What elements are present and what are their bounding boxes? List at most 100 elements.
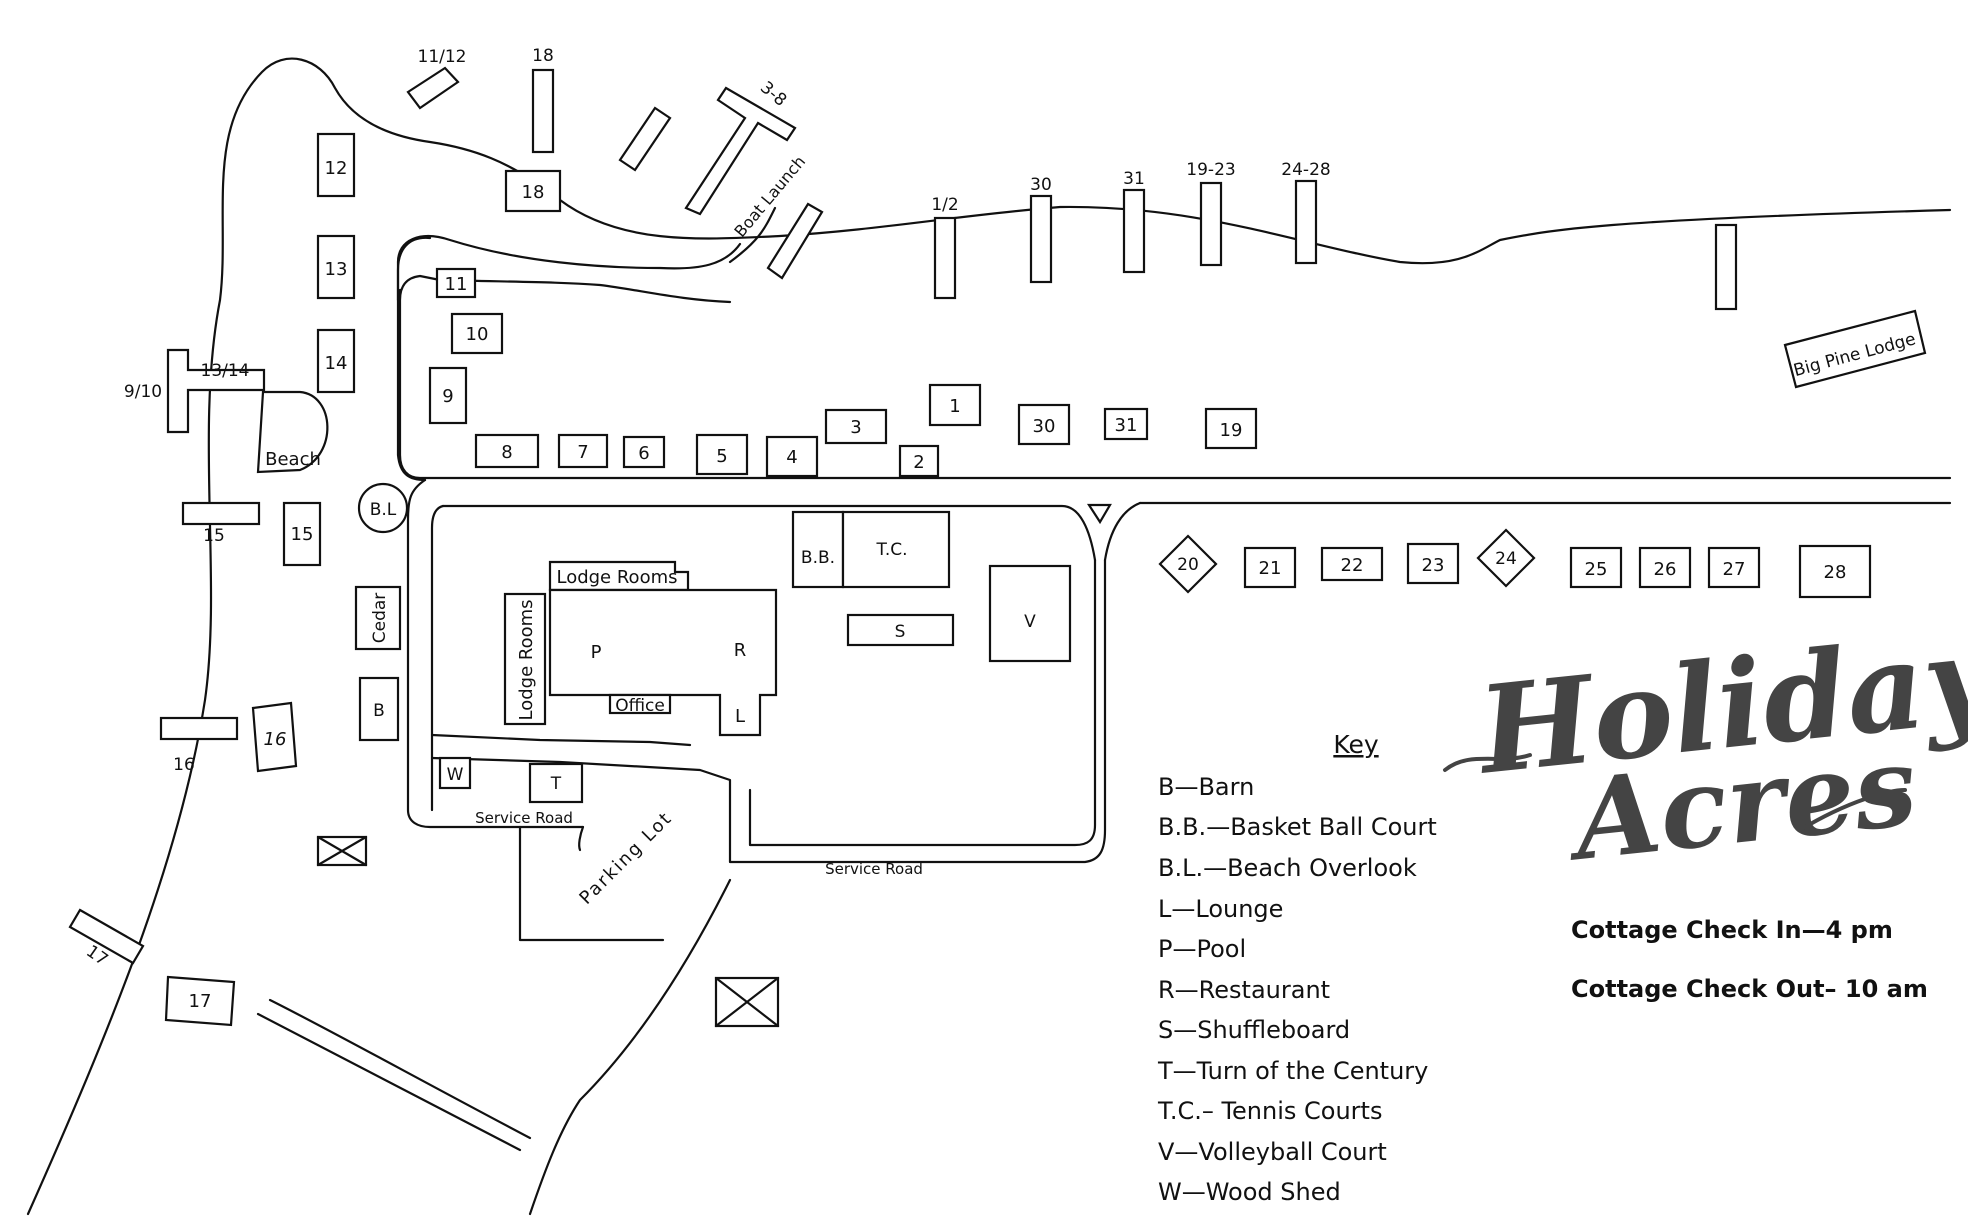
lodge-rooms-top-label: Lodge Rooms [556, 567, 677, 588]
cottage-31-label: 31 [1115, 415, 1138, 436]
cottage-9-label: 9 [442, 386, 453, 407]
cottage-17-label: 17 [189, 991, 212, 1012]
cottage-3[interactable] [824, 408, 888, 445]
tennis-courts[interactable] [841, 510, 951, 589]
cottage-5-label: 5 [716, 446, 727, 467]
key-item: S—Shuffleboard [1158, 1016, 1350, 1044]
cottage-16-label: 16 [264, 729, 287, 750]
cottage-30-label: 30 [1033, 416, 1056, 437]
cottage-4-label: 4 [786, 447, 797, 468]
shoreline [26, 57, 1952, 1216]
basketball-court[interactable] [791, 510, 845, 589]
cottage-7[interactable] [557, 433, 609, 469]
key-item: T.C.– Tennis Courts [1157, 1097, 1382, 1125]
dock-19-23 [1199, 181, 1223, 267]
cottage-18[interactable] [504, 169, 562, 213]
barn[interactable] [358, 676, 400, 742]
cottage-23[interactable] [1406, 542, 1460, 585]
volleyball-court[interactable] [988, 564, 1072, 663]
key-title: Key [1333, 730, 1379, 759]
cottage-12[interactable] [316, 132, 356, 198]
lodge-main[interactable] [548, 588, 778, 737]
shuffleboard[interactable] [846, 613, 955, 647]
check-in-text: Cottage Check In—4 pm [1571, 916, 1893, 944]
cottage-21[interactable] [1243, 546, 1297, 589]
cottage-6-label: 6 [638, 443, 649, 464]
cottage-15[interactable] [282, 501, 322, 567]
cottage-1[interactable] [928, 383, 982, 427]
dock-15-label: 15 [203, 526, 225, 546]
cottage-2[interactable] [898, 444, 940, 478]
logo-swash [1443, 753, 1532, 772]
key-item: W—Wood Shed [1158, 1178, 1341, 1206]
cottage-22-label: 22 [1341, 555, 1364, 576]
turn-of-the-century-label: T [550, 774, 562, 794]
cottage-8-label: 8 [501, 442, 512, 463]
west-cottages: 12 13 14 15 16 17 18 B.L Cedar B [164, 132, 562, 1027]
lodge-rooms-side[interactable] [503, 592, 547, 726]
beach-label: Beach [265, 449, 321, 470]
cottage-28[interactable] [1798, 544, 1872, 599]
cottage-20-label: 20 [1177, 555, 1199, 575]
cottage-16[interactable] [251, 701, 298, 773]
cottage-6[interactable] [622, 435, 666, 469]
cottage-17[interactable] [164, 975, 236, 1027]
cottage-23-label: 23 [1422, 555, 1445, 576]
beach-overlook-label: B.L [370, 500, 397, 520]
dock-24-28-label: 24-28 [1281, 160, 1330, 180]
cottage-24[interactable] [1476, 528, 1536, 588]
cottage-5[interactable] [695, 433, 749, 476]
check-info: Cottage Check In—4 pm Cottage Check Out–… [1571, 916, 1928, 1003]
crossed-box-west [316, 835, 368, 867]
cottage-11[interactable] [435, 267, 477, 299]
dock-3-8-label: 3-8 [756, 78, 790, 111]
beach [256, 390, 329, 474]
cedar[interactable] [354, 585, 402, 651]
shuffleboard-label: S [895, 622, 906, 642]
office-label: Office [615, 696, 665, 716]
key-item: T—Turn of the Century [1157, 1057, 1428, 1085]
turn-of-the-century[interactable] [528, 762, 584, 804]
cottage-19[interactable] [1204, 407, 1258, 450]
restaurant-label: R [734, 640, 747, 661]
cottage-4[interactable] [765, 435, 819, 478]
cottage-13-label: 13 [325, 259, 348, 280]
office[interactable] [608, 693, 672, 715]
cottage-11-label: 11 [445, 274, 468, 295]
cottage-9[interactable] [428, 366, 468, 425]
cottage-8[interactable] [474, 433, 540, 469]
big-pine-lodge[interactable] [1783, 309, 1927, 389]
pool-label: P [591, 642, 602, 663]
dock-16 [159, 716, 239, 741]
holiday-acres-logo: Holiday Acres [1443, 607, 1968, 886]
wood-shed-label: W [447, 765, 464, 785]
crossed-box-south [714, 976, 780, 1028]
cottage-30[interactable] [1017, 403, 1071, 446]
dock-31-label: 31 [1123, 169, 1145, 189]
cottage-14[interactable] [316, 328, 356, 394]
key-item: B—Barn [1158, 773, 1254, 801]
cottage-18-label: 18 [522, 182, 545, 203]
wood-shed[interactable] [438, 756, 472, 790]
dock-boat-launch-left [618, 106, 672, 172]
cottage-10[interactable] [450, 312, 504, 355]
cottage-28-label: 28 [1824, 562, 1847, 583]
cottage-27[interactable] [1707, 546, 1761, 589]
cottage-14-label: 14 [325, 353, 348, 374]
facilities: B.B. T.C. S V W T [316, 503, 1112, 1028]
cottage-26[interactable] [1638, 546, 1692, 589]
east-row-cottages: 20 21 22 23 24 25 26 27 28 Big Pine Lodg… [1158, 309, 1927, 599]
service-road-label-1: Service Road [475, 809, 573, 827]
beach-overlook[interactable] [357, 482, 409, 534]
dock-11-12-label: 11/12 [418, 47, 467, 67]
cottage-20[interactable] [1158, 534, 1218, 594]
cottage-3-label: 3 [850, 417, 861, 438]
key-item: P—Pool [1158, 935, 1246, 963]
cottage-22[interactable] [1320, 546, 1384, 582]
cottage-31[interactable] [1103, 407, 1149, 441]
dock-24-28 [1294, 179, 1318, 265]
north-row-cottages: 11 10 9 8 7 6 5 4 3 2 1 30 31 19 [428, 267, 1258, 478]
cottage-25[interactable] [1569, 546, 1623, 589]
cottage-13[interactable] [316, 234, 356, 300]
